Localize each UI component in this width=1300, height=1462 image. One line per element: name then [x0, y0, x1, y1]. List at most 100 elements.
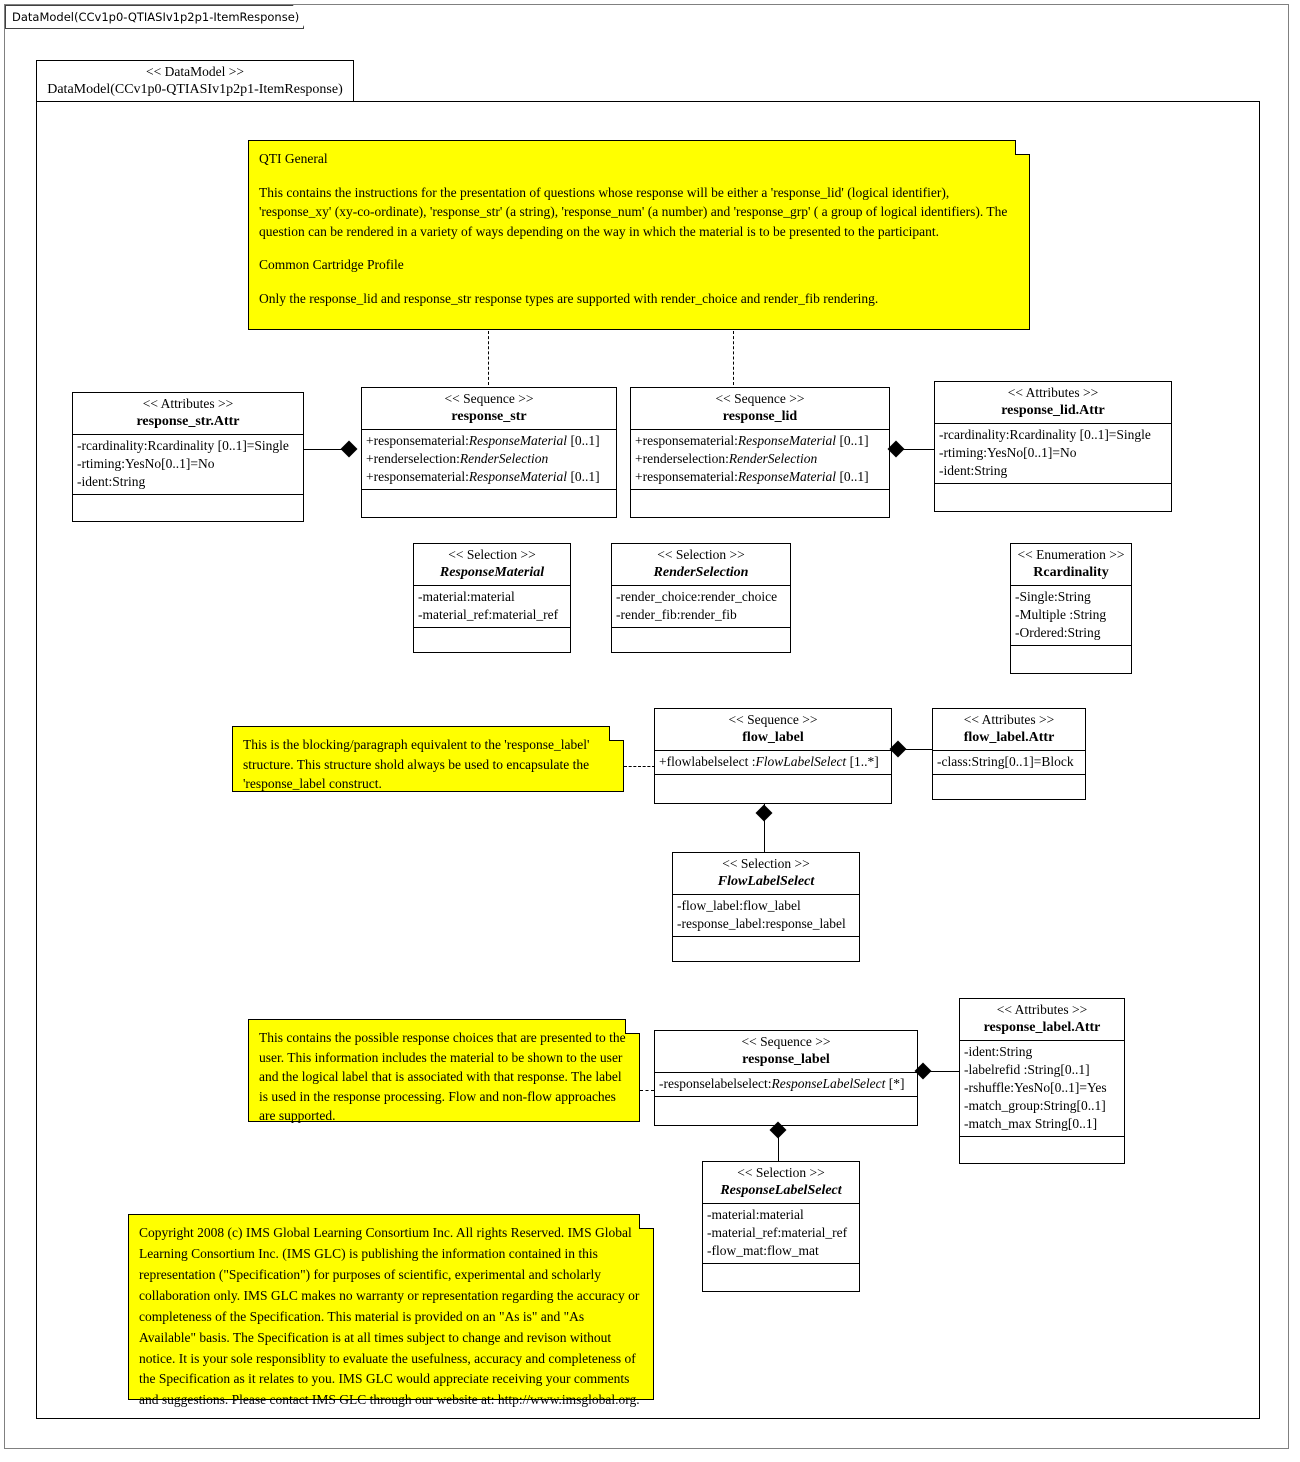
class-attribute: -Single:String [1015, 589, 1091, 605]
class-rcardinality[interactable]: << Enumeration >> Rcardinality -Single:S… [1010, 543, 1132, 674]
class-stereotype: << Selection >> [737, 1165, 825, 1180]
note-dogear-icon [609, 726, 624, 741]
class-stereotype: << DataModel >> [146, 64, 244, 79]
class-stereotype: << Attributes >> [1007, 385, 1099, 400]
class-attribute: -match_group:String[0..1] [964, 1098, 1106, 1114]
class-operations-compartment [655, 1097, 917, 1121]
assoc-line-response-label-select [778, 1126, 779, 1162]
class-name: RenderSelection [653, 564, 749, 580]
assoc-line-response-label-attr [930, 1071, 960, 1072]
note-flow-label: This is the blocking/paragraph equivalen… [232, 726, 624, 792]
class-operations-compartment [703, 1264, 859, 1288]
class-response-material[interactable]: << Selection >> ResponseMaterial -materi… [413, 543, 571, 653]
class-response-str-attr[interactable]: << Attributes >> response_str.Attr -rcar… [72, 392, 304, 522]
class-attribute: -rtiming:YesNo[0..1]=No [77, 456, 215, 472]
class-flow-label-select[interactable]: << Selection >> FlowLabelSelect -flow_la… [672, 852, 860, 962]
note-response-label-text: This contains the possible response choi… [259, 1030, 626, 1124]
class-attribute: +flowlabelselect :FlowLabelSelect [1..*] [659, 754, 879, 770]
diagram-outer-frame [4, 4, 1289, 1449]
class-attribute: -match_max String[0..1] [964, 1116, 1098, 1132]
class-attribute: -Ordered:String [1015, 625, 1101, 641]
class-operations-compartment [612, 628, 790, 652]
class-name: response_str [451, 408, 527, 424]
note-dogear-icon [639, 1214, 654, 1229]
class-attribute: -material_ref:material_ref [707, 1225, 848, 1241]
note-qti-general: QTI General This contains the instructio… [248, 140, 1030, 330]
class-render-selection[interactable]: << Selection >> RenderSelection -render_… [611, 543, 791, 653]
class-name: ResponseMaterial [439, 564, 545, 580]
class-response-label[interactable]: << Sequence >> response_label -responsel… [654, 1030, 918, 1126]
note-dogear-icon [1015, 140, 1030, 155]
class-stereotype: << Selection >> [657, 547, 745, 562]
class-attribute: -rtiming:YesNo[0..1]=No [939, 445, 1077, 461]
class-attribute: -responselabelselect:ResponseLabelSelect… [659, 1076, 905, 1092]
class-attribute: -rcardinality:Rcardinality [0..1]=Single [77, 438, 289, 454]
class-name: ResponseLabelSelect [720, 1182, 842, 1198]
class-attribute: -flow_mat:flow_mat [707, 1243, 819, 1259]
class-datamodel-root[interactable]: << DataModel >> DataModel(CCv1p0-QTIASIv… [36, 60, 354, 102]
class-operations-compartment [362, 490, 616, 514]
class-attribute: -response_label:response_label [677, 916, 846, 932]
class-stereotype: << Selection >> [448, 547, 536, 562]
class-stereotype: << Enumeration >> [1017, 547, 1125, 562]
class-response-lid[interactable]: << Sequence >> response_lid +responsemat… [630, 387, 890, 518]
class-attribute: -render_choice:render_choice [616, 589, 778, 605]
class-attribute: -material_ref:material_ref [418, 607, 559, 623]
class-response-label-attr[interactable]: << Attributes >> response_label.Attr -id… [959, 998, 1125, 1164]
class-attribute: +responsematerial:ResponseMaterial [0..1… [635, 433, 869, 449]
class-attribute: -render_fib:render_fib [616, 607, 737, 623]
class-name: FlowLabelSelect [717, 873, 815, 889]
class-name: response_lid [722, 408, 798, 424]
class-stereotype: << Selection >> [722, 856, 810, 871]
class-operations-compartment [414, 628, 570, 652]
class-attribute: -flow_label:flow_label [677, 898, 801, 914]
diagram-title-label: DataModel(CCv1p0-QTIASIv1p2p1-ItemRespon… [12, 10, 300, 24]
class-attribute: -material:material [707, 1207, 804, 1223]
class-name: response_label.Attr [983, 1019, 1101, 1035]
link-note-to-response-lid [733, 331, 734, 385]
note-qti-title: QTI General [259, 151, 328, 166]
class-operations-compartment [655, 775, 891, 799]
link-note-to-response-str [488, 331, 489, 385]
class-attribute: -material:material [418, 589, 515, 605]
assoc-line-str-attr [304, 449, 348, 450]
class-attribute: -rcardinality:Rcardinality [0..1]=Single [939, 427, 1151, 443]
class-stereotype: << Attributes >> [963, 712, 1055, 727]
class-name: Rcardinality [1033, 564, 1109, 580]
class-response-label-select[interactable]: << Selection >> ResponseLabelSelect -mat… [702, 1161, 860, 1292]
note-response-label: This contains the possible response choi… [248, 1019, 640, 1123]
assoc-line-flow-label-select [764, 804, 765, 853]
class-response-lid-attr[interactable]: << Attributes >> response_lid.Attr -rcar… [934, 381, 1172, 512]
note-flow-label-text: This is the blocking/paragraph equivalen… [243, 737, 590, 792]
class-name: flow_label [742, 729, 804, 745]
class-attribute: -ident:String [77, 474, 146, 490]
note-copyright-text: Copyright 2008 (c) IMS Global Learning C… [139, 1225, 640, 1408]
class-attribute: +responsematerial:ResponseMaterial [0..1… [635, 469, 869, 485]
class-attribute: -labelrefid :String[0..1] [964, 1062, 1090, 1078]
class-name: flow_label.Attr [963, 729, 1055, 745]
tab-fold-corner [293, 5, 304, 27]
class-attribute: -ident:String [964, 1044, 1033, 1060]
assoc-line-lid-attr [903, 449, 935, 450]
diagram-title-tab: DataModel(CCv1p0-QTIASIv1p2p1-ItemRespon… [5, 5, 304, 29]
class-operations-compartment [935, 484, 1171, 508]
class-attribute: -ident:String [939, 463, 1008, 479]
class-name: response_label [742, 1051, 830, 1067]
note-qti-subtitle: Common Cartridge Profile [259, 257, 404, 273]
class-attribute: -rshuffle:YesNo[0..1]=Yes [964, 1080, 1107, 1096]
class-operations-compartment [960, 1137, 1124, 1161]
class-attribute: +responsematerial:ResponseMaterial [0..1… [366, 469, 600, 485]
link-note-to-response-label [640, 1090, 654, 1091]
class-attribute: +renderselection:RenderSelection [366, 451, 549, 467]
class-stereotype: << Attributes >> [142, 396, 234, 411]
class-flow-label-attr[interactable]: << Attributes >> flow_label.Attr -class:… [932, 708, 1086, 800]
class-operations-compartment [631, 490, 889, 514]
class-flow-label[interactable]: << Sequence >> flow_label +flowlabelsele… [654, 708, 892, 804]
class-response-str[interactable]: << Sequence >> response_str +responsemat… [361, 387, 617, 518]
class-name: response_lid.Attr [1001, 402, 1105, 418]
class-stereotype: << Attributes >> [996, 1002, 1088, 1017]
class-operations-compartment [933, 775, 1085, 799]
note-copyright: Copyright 2008 (c) IMS Global Learning C… [128, 1214, 654, 1407]
class-attribute: -class:String[0..1]=Block [937, 754, 1074, 770]
link-note-to-flow-label [624, 766, 655, 767]
